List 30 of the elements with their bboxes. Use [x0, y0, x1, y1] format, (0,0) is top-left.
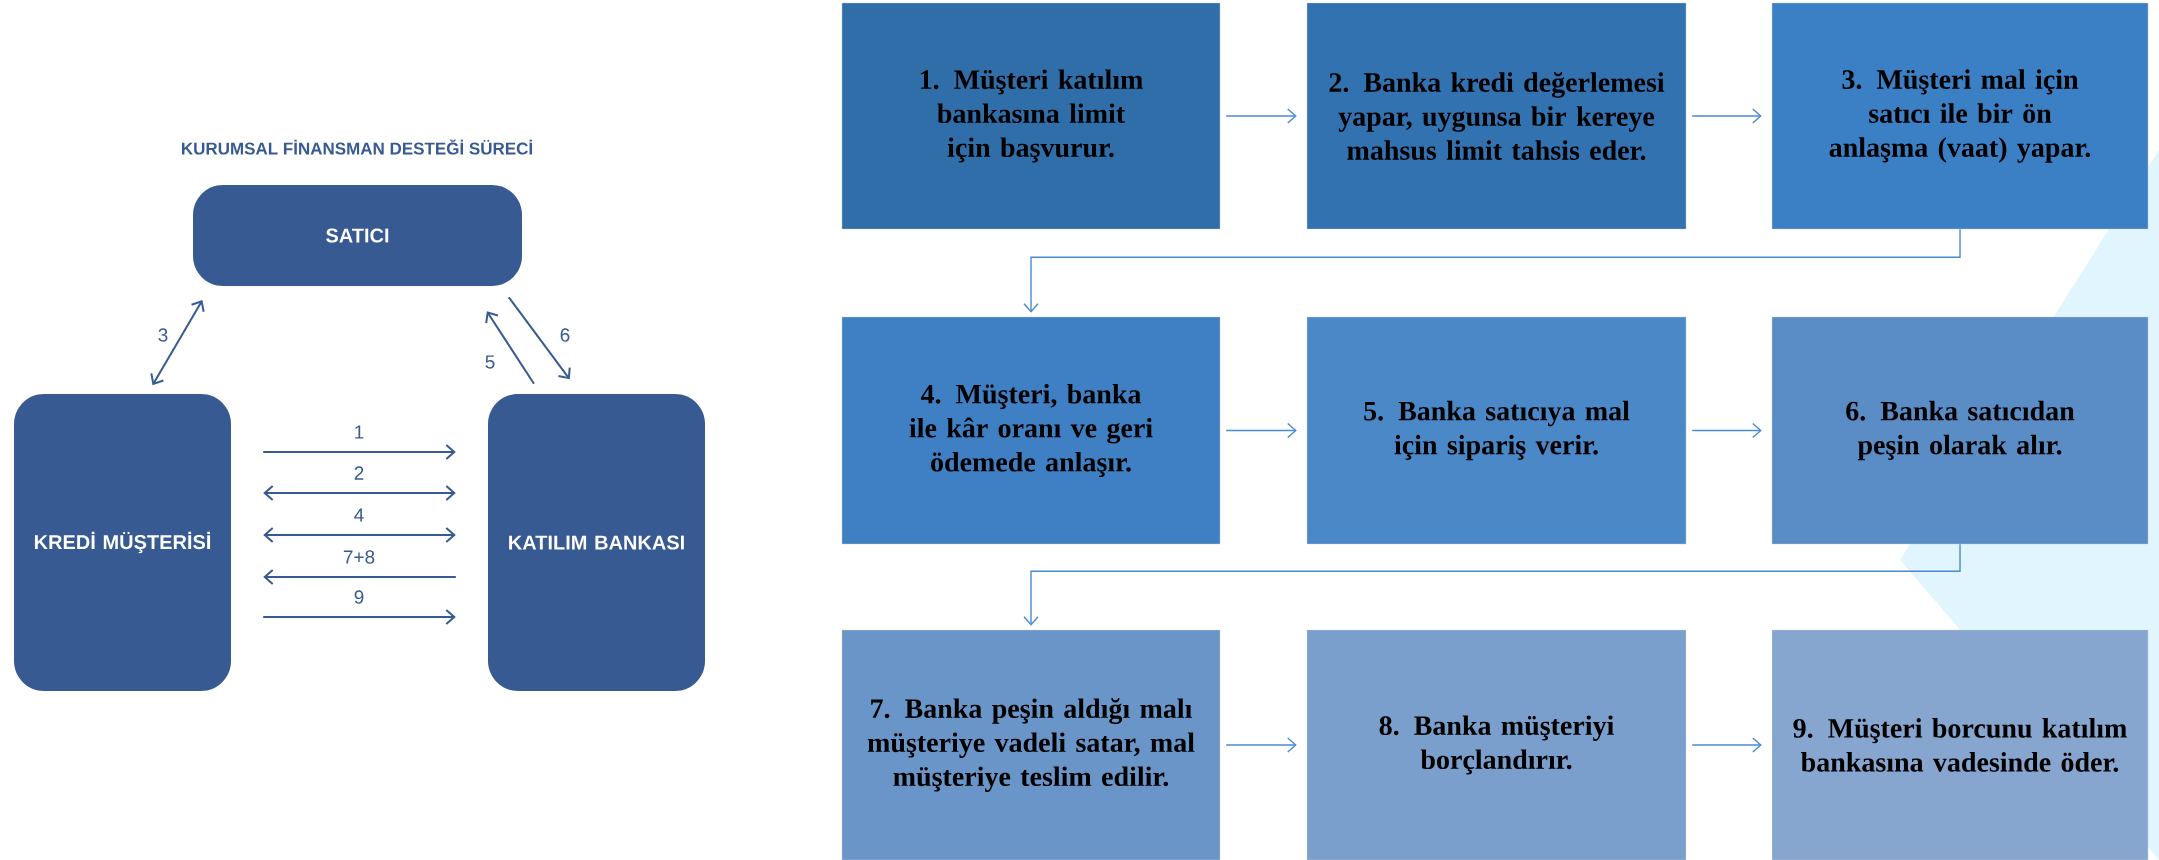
step-box: 9. Müşteri borcunu katılım bankasına vadesinde öder. [1771, 629, 2149, 860]
step-box: 4. Müşteri, banka ile kâr oranı ve geri ödemede anlaşır. [841, 316, 1221, 545]
entity-box: KREDİ MÜŞTERİSİ [14, 394, 231, 691]
step-box: 2. Banka kredi değerlemesi yapar, uygunsa bir kereye mahsus limit tahsis eder. [1306, 2, 1687, 230]
arrow [507, 296, 571, 380]
arrow [150, 300, 205, 386]
arrow [485, 311, 535, 385]
arrow [1225, 108, 1297, 124]
arrow [1225, 737, 1297, 753]
step-box: 8. Banka müşteriyi borçlandırır. [1306, 629, 1687, 860]
entity-box: SATICI [193, 185, 522, 286]
arrow [262, 444, 456, 460]
step-box: 3. Müşteri mal için satıcı ile bir ön anlaşma (vaat) yapar. [1771, 2, 2149, 230]
arrow [1225, 422, 1297, 439]
arrow [1691, 108, 1762, 124]
entity-box: KATILIM BANKASI [488, 394, 705, 691]
arrow [263, 485, 456, 501]
step-box: 5. Banka satıcıya mal için sipariş verir. [1306, 316, 1687, 545]
arrow [263, 569, 457, 585]
step-box: 6. Banka satıcıdan peşin olarak alır. [1771, 316, 2149, 545]
arrow [1023, 228, 1961, 313]
step-box: 7. Banka peşin aldığı malı müşteriye vadeli satar, mal müşteriye teslim edilir. [841, 629, 1221, 860]
edge-label: 7+8 [341, 549, 377, 565]
arrow [1691, 737, 1762, 753]
arrow [1691, 422, 1762, 439]
step-box: 1. Müşteri katılım bankasına limit için başvurur. [841, 2, 1221, 230]
diagram-title: KURUMSAL FİNANSMAN DESTEĞİ SÜRECİ [182, 139, 532, 155]
arrow [262, 609, 456, 625]
arrow [263, 527, 456, 543]
arrow [1023, 543, 1961, 626]
